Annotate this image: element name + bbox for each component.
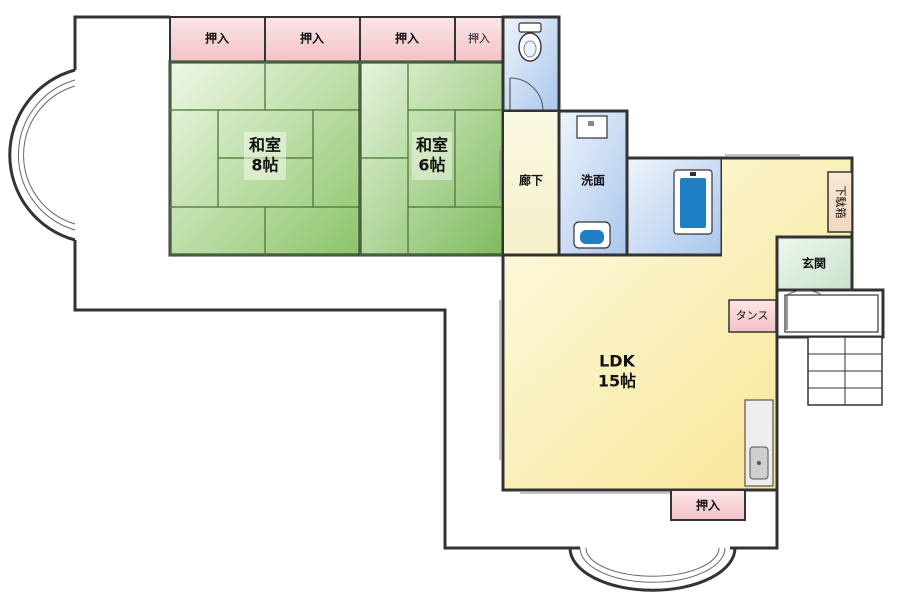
hallway: 廊下 <box>502 110 560 256</box>
closet-label: 押入 <box>205 31 229 46</box>
room-name: 洗面 <box>581 173 605 188</box>
room-name: 和室 <box>249 136 281 155</box>
entry-steps <box>807 336 883 406</box>
room-name: LDK <box>599 352 635 371</box>
bathroom <box>625 156 724 257</box>
window-marks <box>499 150 800 494</box>
closet-top-1: 押入 <box>169 16 266 63</box>
shoe-box-label: 下駄箱 <box>834 186 848 219</box>
room-name: 和室 <box>416 136 448 155</box>
entry-porch <box>775 288 885 339</box>
toilet-tank-icon <box>518 22 542 33</box>
room-name: 廊下 <box>519 173 543 188</box>
closet-label: 押入 <box>468 31 490 45</box>
entrance: 玄関 <box>775 235 854 292</box>
sink-icon <box>576 115 608 139</box>
closet-top-4: 押入 <box>454 16 504 63</box>
tansu-label: タンス <box>736 309 769 322</box>
ldk-room: LDK 15帖 <box>501 156 854 492</box>
closet-top-3: 押入 <box>359 16 456 63</box>
shoe-box: 下駄箱 <box>827 171 853 233</box>
toilet-room <box>501 15 561 113</box>
closet-label: 押入 <box>696 498 720 513</box>
washitsu-8-room: 和室 8帖 <box>168 60 362 257</box>
room-size: 15帖 <box>598 372 636 391</box>
washitsu-6-room: 和室 6帖 <box>358 60 505 257</box>
closet-bottom: 押入 <box>670 489 746 521</box>
closet-label: 押入 <box>300 31 324 46</box>
washroom: 洗面 <box>557 109 629 257</box>
closet-top-2: 押入 <box>264 16 361 63</box>
tansu: タンス <box>728 299 777 333</box>
room-size: 6帖 <box>418 156 445 175</box>
balcony-outline <box>8 15 779 592</box>
room-name: 玄関 <box>802 256 826 271</box>
room-size: 8帖 <box>251 156 278 175</box>
closet-label: 押入 <box>395 31 419 46</box>
